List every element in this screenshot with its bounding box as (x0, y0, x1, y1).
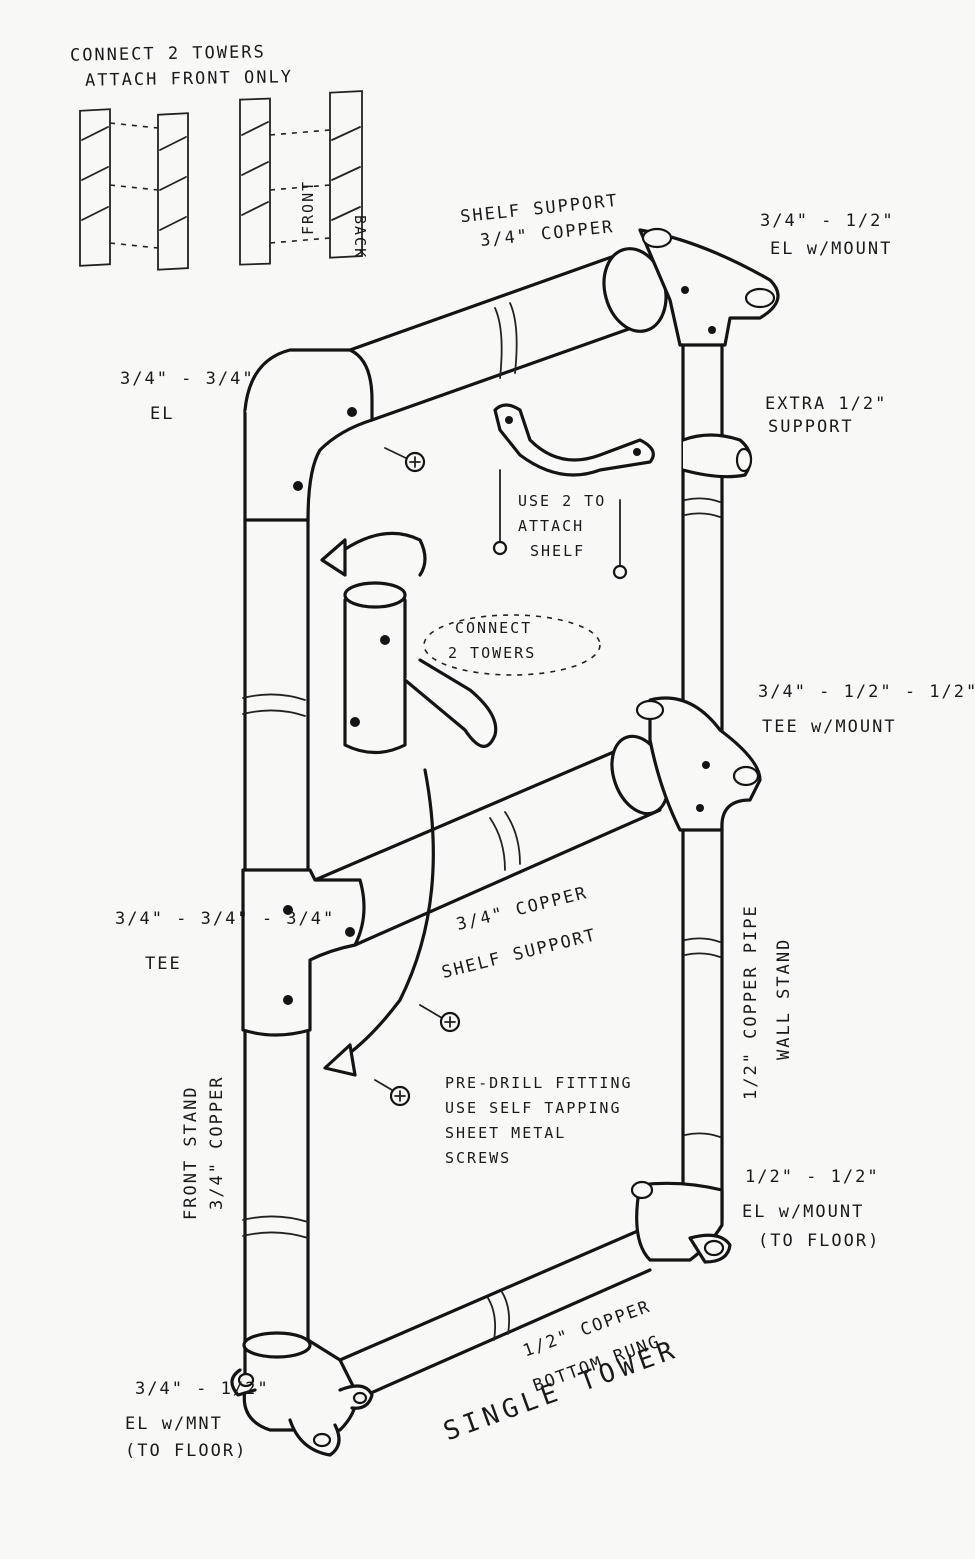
top-left-elbow (243, 348, 374, 522)
top-shelf-support-pipe (348, 252, 642, 422)
bottom-left-elbow-mount (230, 1331, 374, 1457)
curved-arrow-top (320, 531, 427, 577)
tee-label: TEE (145, 954, 182, 974)
front-stand-label: FRONT STAND (181, 1085, 201, 1220)
el-floor-right-sub: (TO FLOOR) (758, 1231, 881, 1251)
use2-line3: SHELF (530, 542, 586, 560)
shelf-bracket (492, 403, 655, 580)
extra-support-sub: SUPPORT (768, 417, 854, 437)
el-corner-label: EL (150, 404, 175, 424)
left-tee-fitting (241, 868, 366, 1037)
connect-line2: 2 TOWERS (448, 644, 537, 662)
el-corner-size: 3/4" - 3/4" (120, 369, 255, 389)
screw-lower (374, 1079, 411, 1107)
middle-shelf-support-pipe (313, 743, 662, 947)
wall-stand-sub: WALL STAND (774, 937, 794, 1060)
bottom-right-elbow-mount (630, 1180, 732, 1264)
screw-middle (419, 1004, 461, 1033)
use2-line1: USE 2 TO (518, 492, 607, 510)
el-floor-left-sub: (TO FLOOR) (125, 1441, 248, 1461)
front-stand-sub: 3/4" COPPER (207, 1075, 227, 1210)
predrill-line4: SCREWS (445, 1149, 512, 1167)
screw-top (384, 447, 426, 473)
use2-line2: ATTACH (518, 517, 585, 535)
tee-mount-size: 3/4" - 1/2" - 1/2" (758, 682, 975, 702)
back-label: BACK (351, 215, 369, 260)
extra-support-label: EXTRA 1/2" (765, 394, 888, 414)
el-mount-top-size: 3/4" - 1/2" (760, 211, 895, 231)
extra-support-clamp (681, 433, 753, 479)
front-label: FRONT (299, 179, 317, 235)
connect-line1: CONNECT (455, 619, 533, 637)
predrill-line1: PRE-DRILL FITTING (445, 1074, 633, 1092)
top-right-elbow-mount (602, 227, 780, 347)
el-floor-right-label: EL w/MOUNT (742, 1202, 865, 1222)
connect-tee-fitting (343, 581, 601, 755)
el-mount-top-label: EL w/MOUNT (770, 239, 893, 259)
el-floor-left-size: 3/4" - 1/2" (135, 1379, 270, 1399)
predrill-line2: USE SELF TAPPING (445, 1099, 622, 1117)
predrill-line3: SHEET METAL (445, 1124, 567, 1142)
wall-stand-label: 1/2" COPPER PIPE (741, 904, 761, 1100)
tee-mount-label: TEE w/MOUNT (762, 717, 897, 737)
el-floor-right-size: 1/2" - 1/2" (745, 1167, 880, 1187)
top-note-line2: ATTACH FRONT ONLY (84, 67, 294, 91)
right-tee-mount (610, 696, 762, 832)
el-floor-left-label: EL w/MNT (125, 1414, 223, 1434)
tee-size: 3/4" - 3/4" - 3/4" (115, 909, 336, 929)
curved-arrow-long (323, 768, 435, 1077)
top-note-line1: CONNECT 2 TOWERS (69, 42, 266, 66)
connect-towers-mini-diagram (79, 90, 363, 271)
bottom-rung-pipe (338, 1228, 652, 1402)
